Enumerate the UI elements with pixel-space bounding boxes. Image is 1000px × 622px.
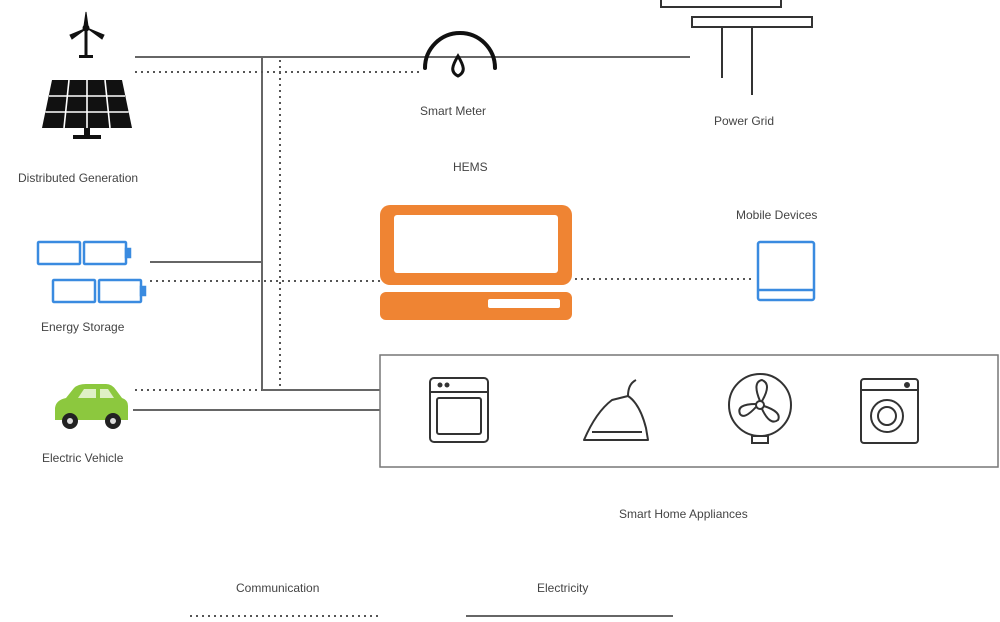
car-icon: [55, 384, 128, 429]
energy-storage-label: Energy Storage: [41, 320, 125, 334]
tablet-icon: [756, 240, 816, 302]
mobile-devices-label: Mobile Devices: [736, 208, 818, 222]
communication-legend-label: Communication: [236, 581, 320, 595]
wind-turbine-icon: [69, 11, 105, 58]
computer-icon: [380, 205, 572, 320]
fan-icon: [728, 373, 792, 444]
communication-lines: [135, 60, 752, 391]
smart-home-appliances-label: Smart Home Appliances: [619, 507, 748, 521]
electricity-lines: [133, 56, 690, 411]
appliances-box: [379, 354, 999, 468]
power-grid-label: Power Grid: [714, 114, 775, 128]
battery-icon: [36, 240, 147, 304]
electric-vehicle-label: Electric Vehicle: [42, 451, 124, 465]
washing-machine-icon: [860, 378, 919, 444]
distributed-generation-label: Distributed Generation: [18, 171, 139, 185]
solar-panel-icon: [42, 79, 132, 139]
smart-meter-icon: [423, 31, 497, 78]
iron-icon: [583, 379, 649, 441]
dishwasher-icon: [429, 377, 489, 443]
hems-label: HEMS: [453, 160, 488, 174]
electricity-legend-label: Electricity: [537, 581, 589, 595]
power-pole-icon: [660, 0, 813, 95]
smart-meter-label: Smart Meter: [420, 104, 487, 118]
